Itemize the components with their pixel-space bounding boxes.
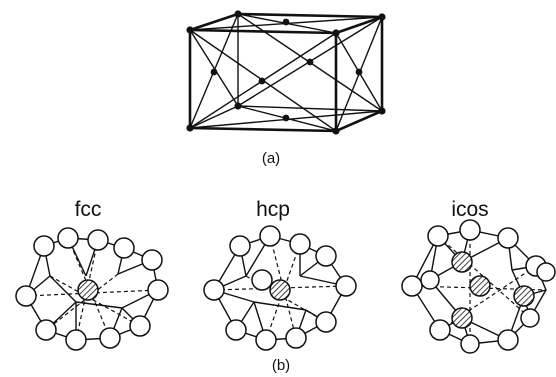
cluster-label-fcc: fcc xyxy=(75,198,102,221)
cluster-label-hcp: hcp xyxy=(256,198,290,221)
panel-a-cube-diagram xyxy=(186,10,386,135)
cluster-fcc-diagram xyxy=(15,227,169,351)
cluster-label-icos: icos xyxy=(451,198,488,221)
cluster-icos-diagram xyxy=(401,219,556,354)
panel-a-caption: (a) xyxy=(262,150,280,167)
cluster-hcp-diagram xyxy=(203,225,357,351)
panel-b-caption: (b) xyxy=(272,357,290,374)
